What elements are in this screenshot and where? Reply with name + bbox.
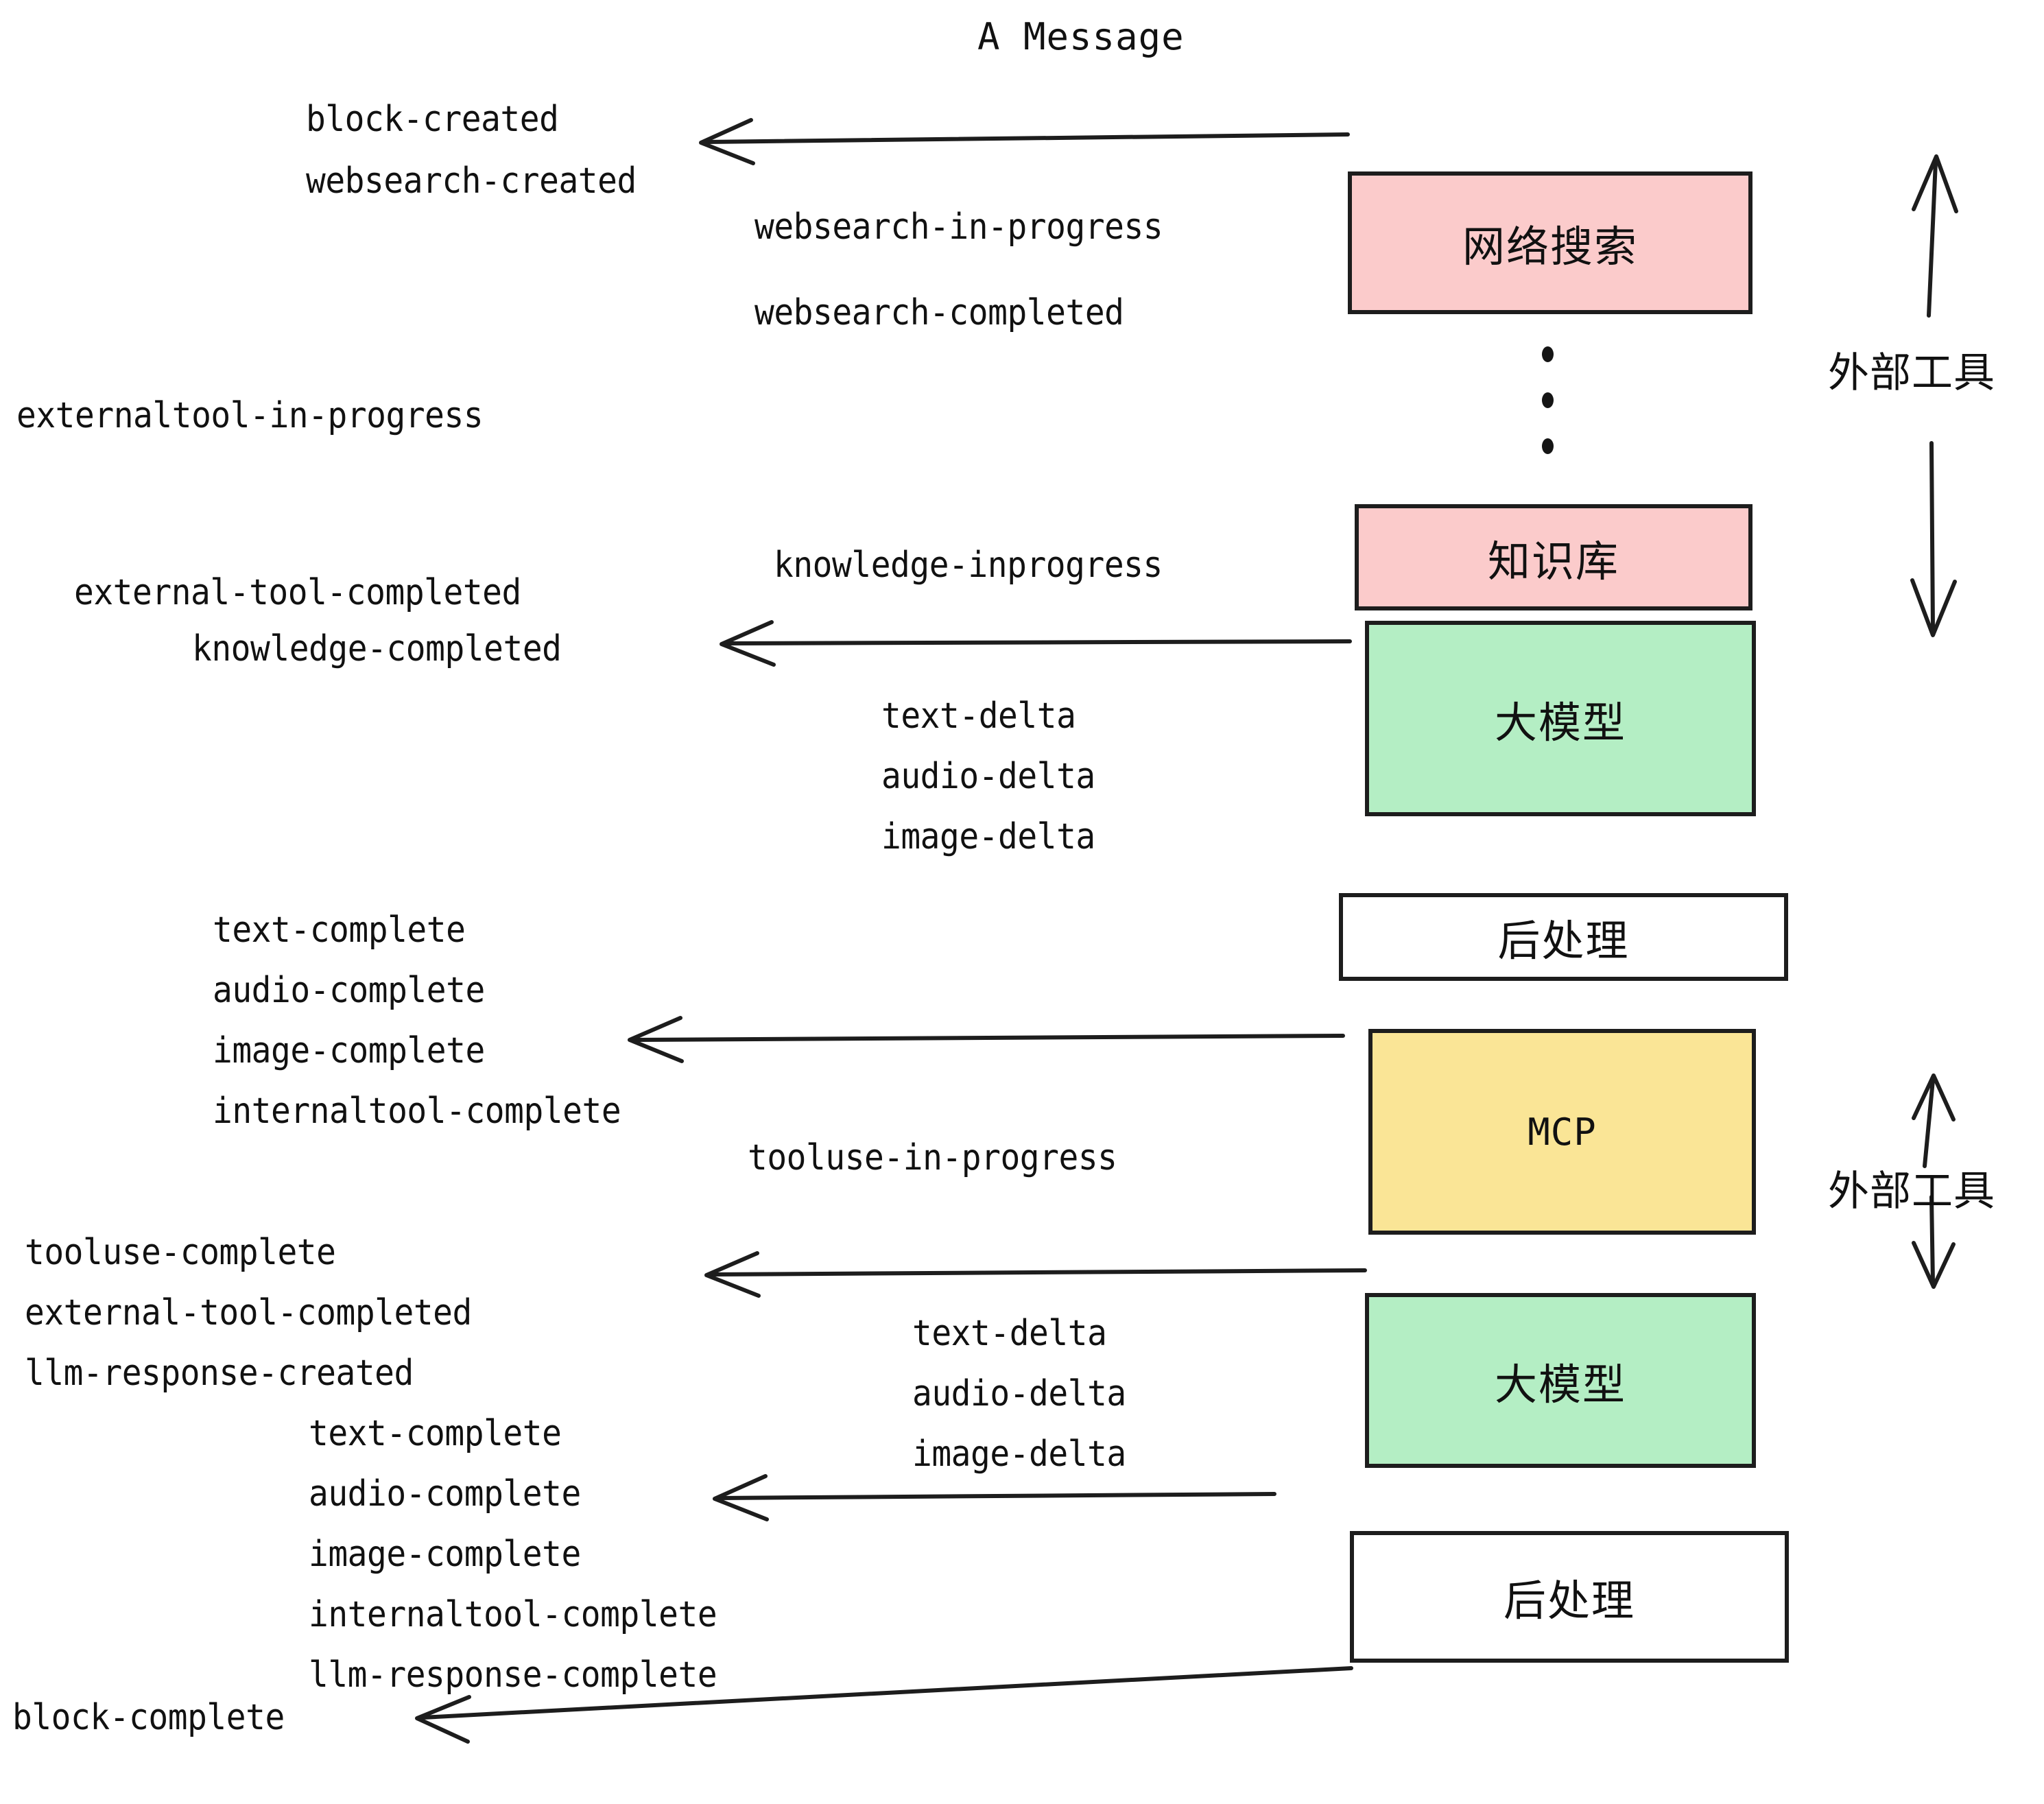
node-postprocess-1-label: 后处理 [1497,916,1630,966]
event-externaltool-in-progress: externaltool-in-progress [16,395,484,436]
event-llm-response-complete: llm-response-complete [309,1654,717,1696]
event-external-tool-completed-1: external-tool-completed [74,572,521,613]
node-postprocess-2-label: 后处理 [1503,1576,1635,1626]
event-text-complete-1: text-complete [213,910,466,951]
event-websearch-created: websearch-created [306,161,637,202]
node-postprocess-1: 后处理 [1339,893,1788,981]
event-websearch-completed: websearch-completed [754,292,1124,333]
node-mcp-label: MCP [1528,1110,1597,1154]
event-audio-complete-1: audio-complete [213,970,485,1011]
external-tool-label-top: 外部工具 [1828,349,1995,397]
event-audio-delta-2: audio-delta [912,1373,1126,1414]
arrow-tooluse-complete [704,1251,1367,1298]
event-external-tool-completed-2: external-tool-completed [25,1292,472,1333]
arrow-websearch-to-block-created [699,118,1350,165]
node-knowledge: 知识库 [1355,504,1752,610]
dot-2 [1542,392,1554,408]
node-knowledge-label: 知识库 [1487,536,1619,586]
event-block-created: block-created [306,99,559,140]
node-llm-2-label: 大模型 [1494,1359,1626,1410]
event-image-delta-2: image-delta [912,1434,1126,1475]
event-internaltool-complete-1: internaltool-complete [213,1091,621,1132]
node-websearch-label: 网络搜索 [1462,222,1638,272]
event-tooluse-complete: tooluse-complete [25,1232,336,1273]
dot-3 [1542,438,1554,454]
event-llm-response-created: llm-response-created [25,1353,414,1394]
ellipsis-dots [1542,346,1554,484]
event-knowledge-completed: knowledge-completed [192,628,562,669]
external-tool-label-bottom: 外部工具 [1828,1167,1995,1215]
node-llm-1-label: 大模型 [1494,697,1626,748]
arrow-external-tool-top-up [1912,154,1958,318]
event-text-delta-1: text-delta [881,696,1076,737]
event-knowledge-inprogress: knowledge-inprogress [774,545,1163,586]
event-websearch-in-progress: websearch-in-progress [754,206,1163,248]
arrow-external-tool-bottom-up [1912,1073,1956,1168]
node-postprocess-2: 后处理 [1350,1531,1789,1663]
dot-1 [1542,346,1554,362]
diagram-title: A Message [977,15,1185,58]
arrow-audio-complete [713,1474,1276,1521]
event-text-delta-2: text-delta [912,1313,1107,1354]
event-image-complete-1: image-complete [213,1030,485,1071]
event-image-complete-2: image-complete [309,1534,581,1575]
event-internaltool-complete-2: internaltool-complete [309,1594,717,1635]
node-llm-1: 大模型 [1365,621,1756,816]
node-websearch: 网络搜索 [1348,171,1752,314]
arrow-knowledge-completed [720,620,1352,667]
event-text-complete-2: text-complete [309,1413,562,1454]
event-tooluse-in-progress: tooluse-in-progress [748,1137,1117,1178]
event-audio-delta-1: audio-delta [881,756,1095,797]
node-mcp: MCP [1368,1029,1756,1235]
node-llm-2: 大模型 [1365,1293,1756,1468]
event-block-complete: block-complete [12,1697,285,1738]
arrow-image-complete [628,1016,1345,1063]
event-audio-complete-2: audio-complete [309,1473,581,1515]
event-image-delta-1: image-delta [881,816,1095,857]
arrow-external-tool-top-down [1910,441,1957,637]
